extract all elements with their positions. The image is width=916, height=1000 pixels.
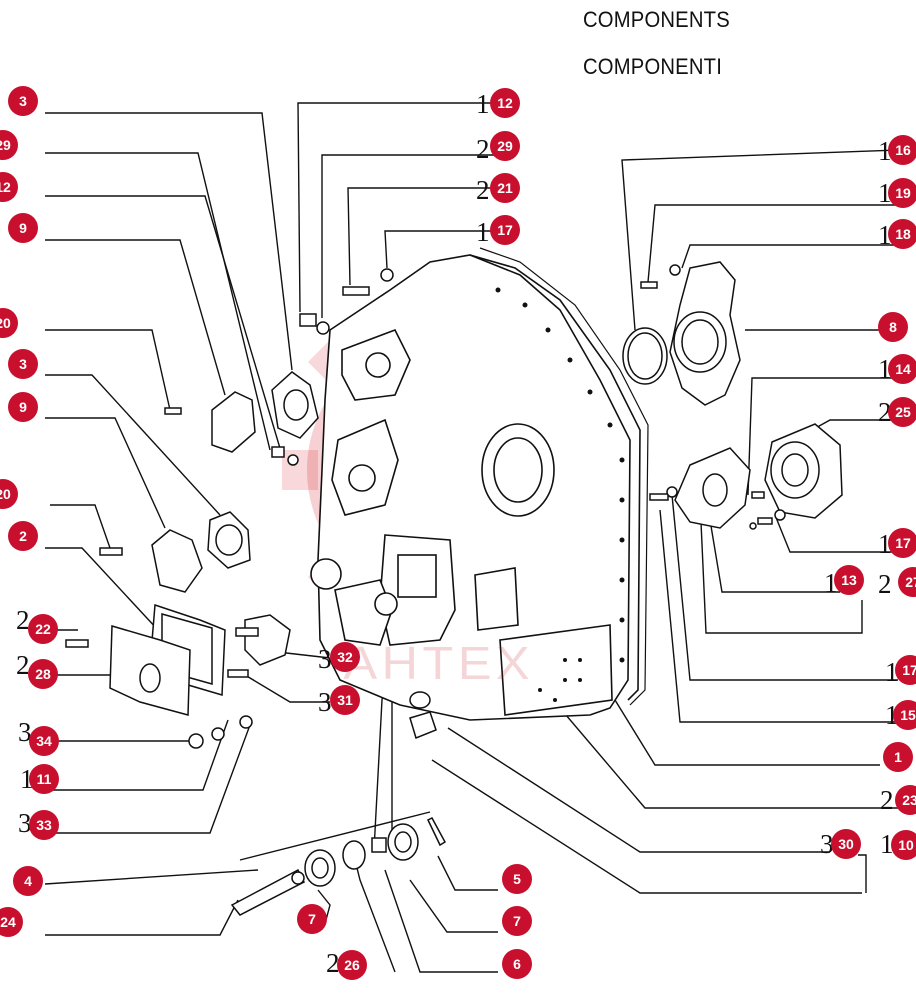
callout-badge[interactable]: 9: [8, 213, 38, 243]
ghost-digit: 2: [16, 650, 30, 680]
ghost-digit: 1: [878, 354, 892, 384]
callout-badge[interactable]: 9: [8, 392, 38, 422]
ghost-digit: 2: [476, 175, 490, 205]
ghost-digit: 3: [820, 829, 834, 859]
left-parts: [65, 268, 394, 749]
ghost-digit: 3: [318, 687, 332, 717]
ghost-digit: 1: [880, 829, 894, 859]
callout-badge[interactable]: 27: [898, 567, 916, 597]
ghost-digit: 1: [476, 217, 490, 247]
ghost-digit: 3: [318, 644, 332, 674]
callout-badge[interactable]: 2: [8, 521, 38, 551]
bottom-parts: [230, 691, 447, 916]
callout-badge[interactable]: 26: [337, 950, 367, 980]
callout-badge[interactable]: 6: [502, 949, 532, 979]
callout-badge[interactable]: 17: [888, 528, 916, 558]
leader-lines: [44, 102, 899, 973]
callout-badge[interactable]: 7: [297, 904, 327, 934]
callout-badge[interactable]: 3: [8, 86, 38, 116]
callout-badge[interactable]: 30: [831, 829, 861, 859]
callout-badge[interactable]: 1: [883, 742, 913, 772]
ghost-digit: 2: [476, 134, 490, 164]
callout-badge[interactable]: 32: [330, 642, 360, 672]
callout-badge[interactable]: 10: [891, 830, 916, 860]
ghost-digit: 3: [18, 808, 32, 838]
callout-badge[interactable]: 20: [0, 479, 18, 509]
ghost-digit: 2: [16, 605, 30, 635]
watermark-text: AHTEX: [343, 637, 535, 689]
right-parts: [622, 261, 843, 530]
ghost-digit: 1: [878, 178, 892, 208]
callout-badge[interactable]: 12: [0, 172, 18, 202]
callout-badge[interactable]: 16: [888, 135, 916, 165]
callout-badge[interactable]: 14: [888, 354, 916, 384]
ghost-digit: 1: [476, 89, 490, 119]
ghost-digit: 2: [878, 397, 892, 427]
callout-badge[interactable]: 29: [490, 131, 520, 161]
callout-badge[interactable]: 3: [8, 349, 38, 379]
callout-badge[interactable]: 12: [490, 88, 520, 118]
callout-badge[interactable]: 28: [28, 659, 58, 689]
callout-badge[interactable]: 19: [888, 178, 916, 208]
callout-badge[interactable]: 22: [28, 614, 58, 644]
callout-badge[interactable]: 15: [893, 700, 916, 730]
callout-badge[interactable]: 24: [0, 907, 23, 937]
callout-badge[interactable]: 17: [895, 655, 916, 685]
callout-badge[interactable]: 25: [888, 397, 916, 427]
callout-badge[interactable]: 34: [29, 726, 59, 756]
ghost-digit: 2: [326, 948, 340, 978]
callout-badge[interactable]: 7: [502, 906, 532, 936]
callout-badge[interactable]: 29: [0, 130, 18, 160]
callout-badge[interactable]: 17: [490, 215, 520, 245]
title-italian: COMPONENTI: [583, 54, 723, 79]
callout-badge[interactable]: 11: [29, 764, 59, 794]
gearbox-housing: [310, 247, 649, 721]
housing-bolt-holes: [495, 287, 625, 702]
callout-badge[interactable]: 23: [895, 785, 916, 815]
callout-badge[interactable]: 20: [0, 308, 18, 338]
ghost-digit: 2: [878, 569, 892, 599]
callout-badge[interactable]: 21: [490, 173, 520, 203]
ghost-digit: 3: [18, 717, 32, 747]
callout-badge[interactable]: 8: [878, 312, 908, 342]
ghost-digit: 2: [880, 785, 894, 815]
callout-badge[interactable]: 13: [834, 565, 864, 595]
callout-badge[interactable]: 31: [330, 685, 360, 715]
callout-badge[interactable]: 33: [29, 810, 59, 840]
callout-badge[interactable]: 18: [888, 219, 916, 249]
title-english: COMPONENTS: [583, 7, 730, 32]
callout-badge[interactable]: 4: [13, 866, 43, 896]
callout-badge[interactable]: 5: [502, 864, 532, 894]
